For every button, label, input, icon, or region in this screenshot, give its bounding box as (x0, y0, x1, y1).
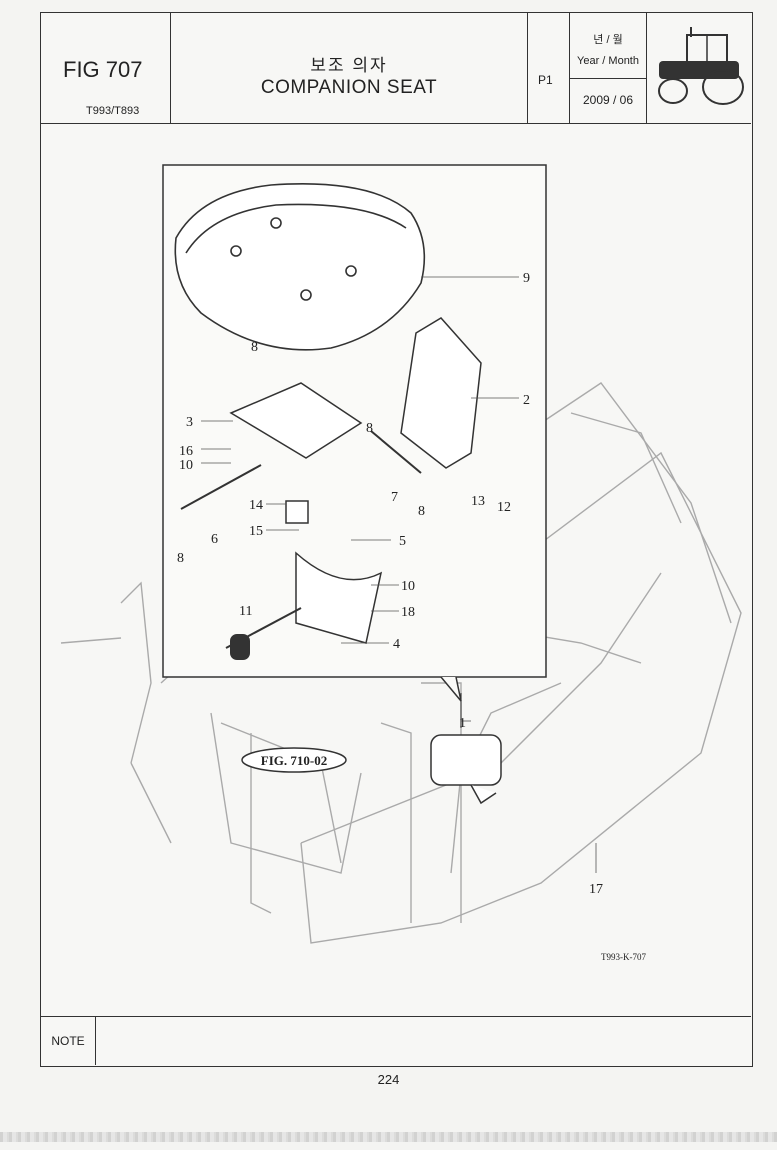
callout: 8 (177, 551, 184, 566)
callout: 10 (401, 579, 415, 594)
model-number: T993/T893 (86, 105, 140, 117)
note-row: NOTE (41, 1016, 751, 1065)
callout: 18 (401, 605, 415, 620)
callout: 13 (471, 494, 485, 509)
ref-figure-label: FIG. 710-02 (261, 753, 327, 768)
callout: 10 (179, 458, 193, 473)
callout: 9 (523, 271, 530, 286)
drawing-code: T993-K-707 (601, 952, 646, 962)
title-cell: 보조 의자 COMPANION SEAT (171, 13, 528, 123)
callout: 11 (239, 604, 252, 619)
callout: 3 (186, 415, 193, 430)
year-month-korean: 년 / 월 (593, 34, 623, 46)
seat-cushion (174, 183, 426, 351)
callout: 15 (249, 524, 263, 539)
leader-lines (201, 276, 597, 873)
scan-artifact (0, 1132, 777, 1142)
callout: 14 (249, 498, 263, 513)
page-tag: P1 (538, 73, 553, 87)
divider (570, 78, 646, 79)
installed-seat (430, 693, 502, 805)
callout: 16 (179, 444, 193, 459)
callout: 4 (393, 637, 400, 652)
note-label: NOTE (41, 1017, 96, 1065)
page-tag-cell: P1 (528, 13, 570, 123)
callout: 1 (459, 716, 466, 731)
figure-number: FIG 707 (63, 57, 143, 82)
callout: 8 (251, 340, 258, 355)
figure-cell: FIG 707 T993/T893 (41, 13, 171, 123)
exploded-parts-diagram: 9 8 2 3 8 16 10 7 8 13 12 14 6 15 5 8 10… (60, 164, 742, 962)
callout: 17 (589, 882, 603, 897)
callout: 6 (211, 532, 218, 547)
page-number: 224 (377, 1072, 400, 1087)
callout-labels: 9 8 2 3 8 16 10 7 8 13 12 14 6 15 5 8 10… (177, 271, 603, 897)
callout: 12 (497, 500, 511, 515)
tractor-thumbnail (647, 13, 751, 123)
callout: 8 (418, 504, 425, 519)
title-block: FIG 707 T993/T893 보조 의자 COMPANION SEAT P… (41, 13, 751, 124)
ref-figure-oval (241, 747, 347, 773)
callout: 8 (366, 421, 373, 436)
title-korean: 보조 의자 (310, 56, 388, 75)
revision-date: 2009 / 06 (582, 93, 634, 107)
year-month-label: Year / Month (577, 55, 639, 67)
rods (180, 430, 422, 660)
seat-bracket (229, 317, 482, 644)
callout: 2 (523, 393, 530, 408)
title-english: COMPANION SEAT (260, 77, 438, 98)
date-cell: 년 / 월 Year / Month 2009 / 06 (570, 13, 647, 123)
detail-pointer (440, 676, 462, 702)
tractor-icon (658, 27, 744, 105)
callout: 5 (399, 534, 406, 549)
parts-page: FIG 707 T993/T893 보조 의자 COMPANION SEAT P… (40, 12, 753, 1067)
callout: 7 (391, 490, 398, 505)
